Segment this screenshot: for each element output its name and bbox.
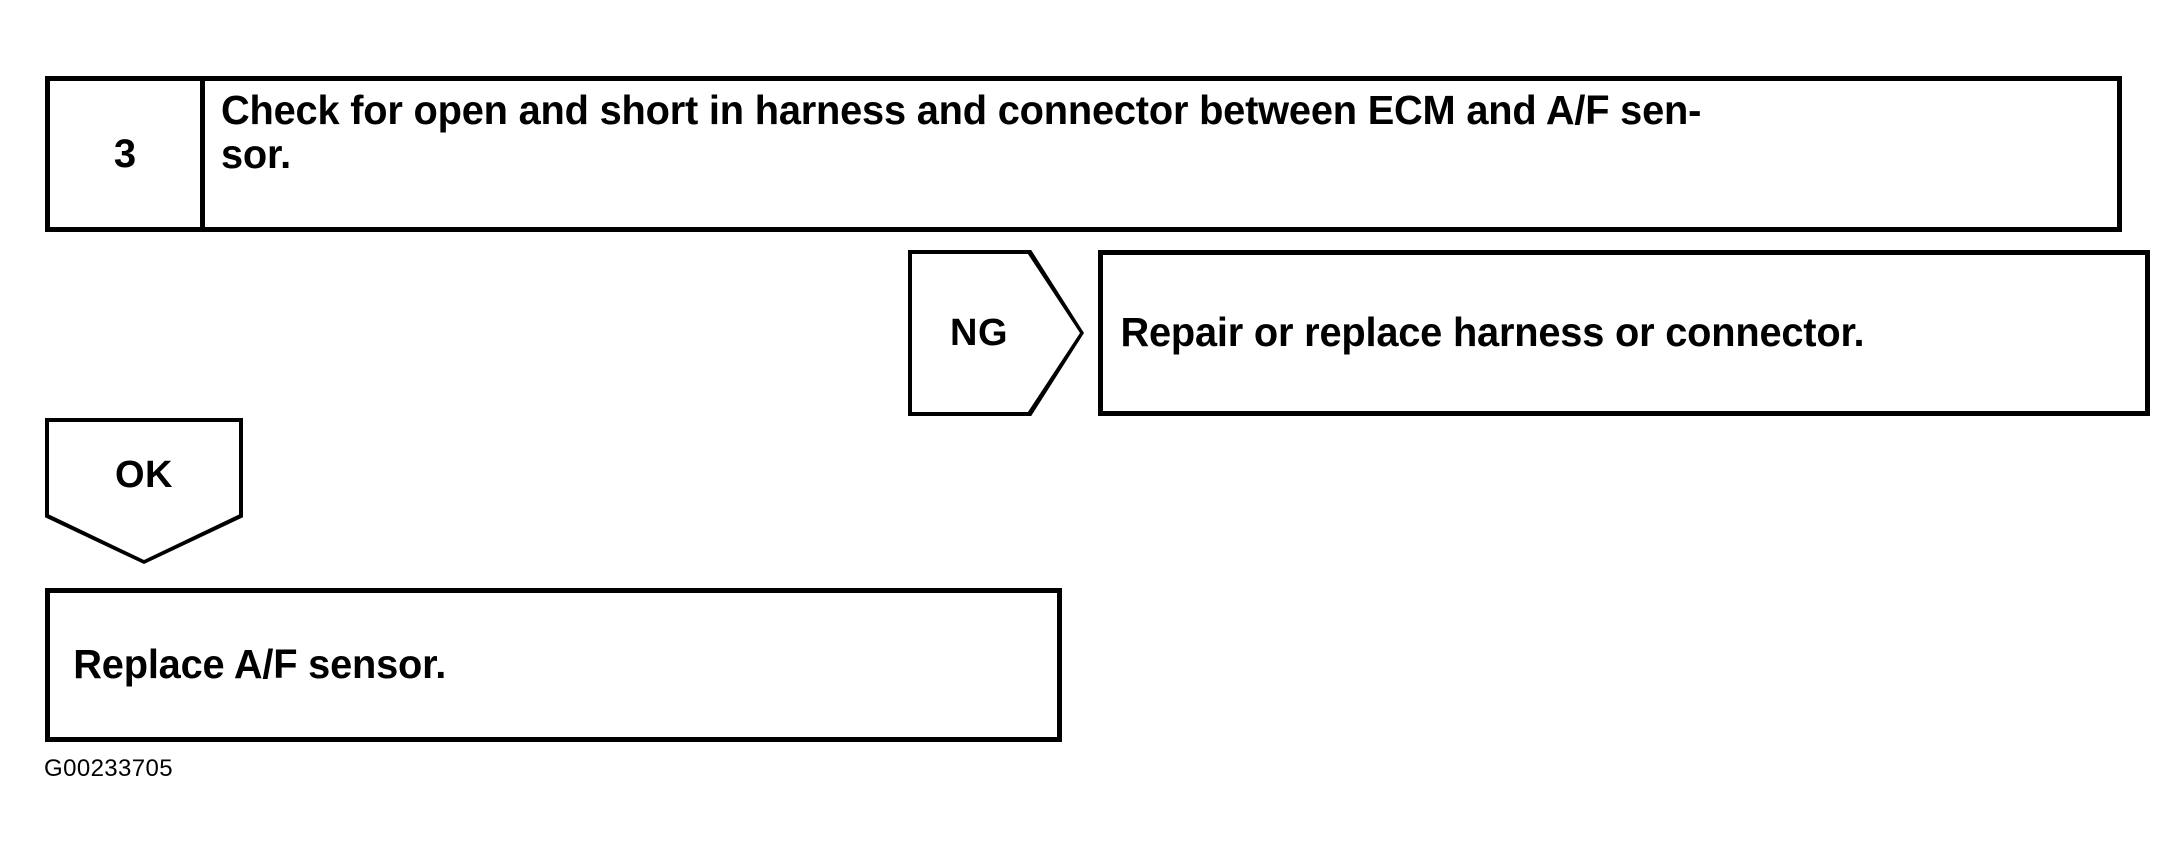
step-instruction-text: Check for open and short in harness and …: [221, 87, 1702, 177]
ng-action-box: Repair or replace harness or connector.: [1098, 250, 2150, 416]
ok-action-text: Replace A/F sensor.: [73, 641, 447, 688]
step-number: 3: [113, 132, 137, 176]
ok-arrow-icon: OK: [45, 418, 243, 564]
ok-action-box: Replace A/F sensor.: [45, 588, 1062, 742]
ok-branch-label: OK: [115, 454, 173, 496]
ng-arrow-icon: NG: [908, 250, 1084, 416]
step-number-cell: 3: [50, 81, 205, 227]
ng-action-text: Repair or replace harness or connector.: [1120, 309, 1865, 356]
step-instruction-cell: Check for open and short in harness and …: [205, 81, 2117, 227]
step-row: 3 Check for open and short in harness an…: [45, 76, 2122, 232]
ng-branch-label: NG: [950, 312, 1008, 354]
ok-arrow-inner: OK: [49, 422, 239, 560]
ng-arrow-inner: NG: [912, 254, 1080, 412]
figure-id-caption: G00233705: [44, 755, 174, 782]
